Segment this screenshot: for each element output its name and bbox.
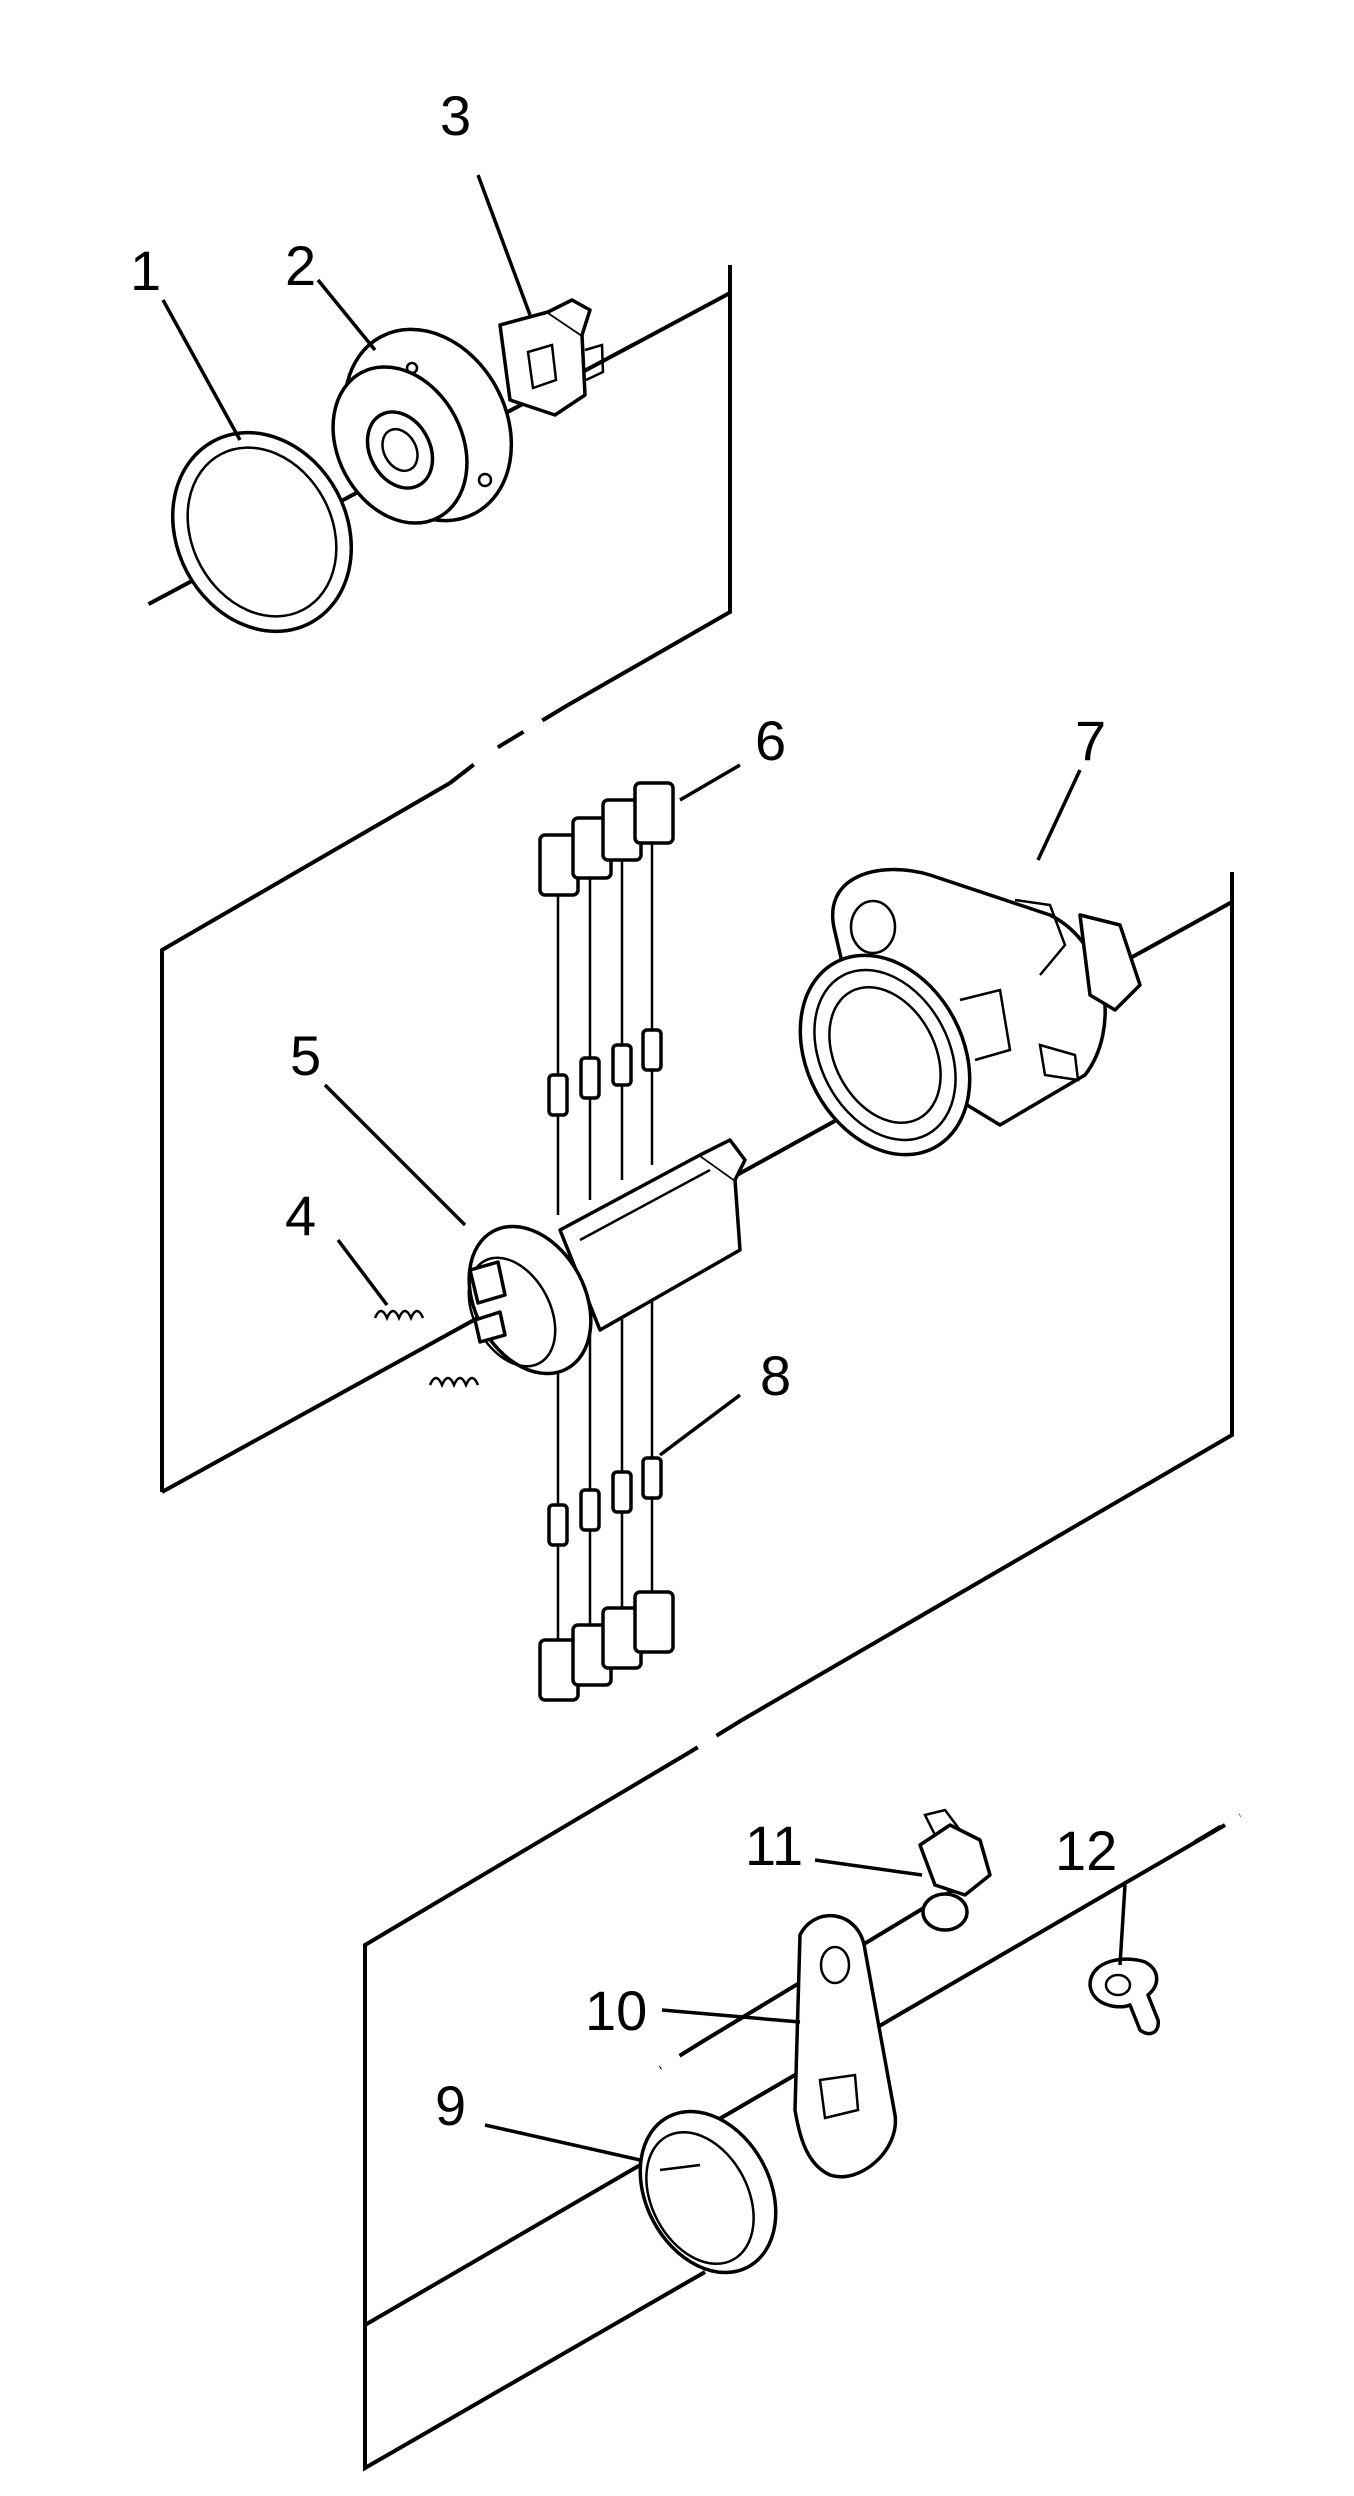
callout-labels: 1 2 3 4 5 6 7 8 9 10 11 12 xyxy=(130,84,1117,2137)
bottom-assembly-group xyxy=(363,1750,1242,2472)
middle-assembly-group xyxy=(160,750,1234,1754)
bottom-assembly-plane xyxy=(363,1750,706,2472)
callout-2: 2 xyxy=(285,234,316,297)
callout-9: 9 xyxy=(435,2074,466,2137)
callout-3: 3 xyxy=(440,84,471,147)
middle-plane-dash-top xyxy=(448,750,492,785)
part-12-clip xyxy=(1088,1957,1160,2036)
leader-10 xyxy=(661,2008,801,2024)
top-assembly-group xyxy=(129,174,732,754)
callout-10: 10 xyxy=(585,1979,647,2042)
callout-4: 4 xyxy=(285,1184,316,1247)
callout-1: 1 xyxy=(130,239,161,302)
leader-11 xyxy=(814,1858,923,1877)
leader-2 xyxy=(316,278,377,352)
part-7-lock-housing xyxy=(798,867,1142,1157)
part-2-housing xyxy=(331,327,514,525)
leader-1 xyxy=(161,299,242,441)
part-4-springs xyxy=(373,1309,480,1389)
top-plane-dash xyxy=(488,703,570,754)
part-5-lock-cylinder xyxy=(467,1138,747,1376)
part-6-tumblers-top xyxy=(538,781,675,1215)
middle-assembly-plane xyxy=(740,872,1234,1722)
leader-3 xyxy=(476,174,532,316)
callout-5: 5 xyxy=(290,1024,321,1087)
part-8-tumblers-bottom xyxy=(538,1285,675,1702)
part-3-retainer xyxy=(498,298,605,417)
top-assembly-plane xyxy=(567,265,732,707)
bottom-secondary-dash xyxy=(658,2038,707,2070)
leader-4 xyxy=(336,1238,389,1307)
leader-12 xyxy=(1118,1884,1127,1966)
leader-5 xyxy=(323,1083,467,1227)
middle-assembly-plane-left xyxy=(160,781,452,1492)
top-axis-dash xyxy=(129,588,176,616)
callout-6: 6 xyxy=(755,709,786,772)
bottom-axis-dash-right xyxy=(1193,1813,1242,1844)
callout-11: 11 xyxy=(745,1814,803,1877)
callout-8: 8 xyxy=(760,1344,791,1407)
part-11-pawl xyxy=(918,1808,992,1932)
part-10-lever xyxy=(793,1914,898,2179)
leader-7 xyxy=(1036,769,1082,861)
callout-7: 7 xyxy=(1075,709,1106,772)
callout-12: 12 xyxy=(1055,1819,1117,1882)
part-1-ring xyxy=(170,430,354,634)
leader-9 xyxy=(484,2123,641,2162)
leader-6 xyxy=(679,763,741,802)
middle-plane-dash-bottom xyxy=(688,1718,744,1754)
leader-8 xyxy=(658,1393,742,1457)
part-9-cap xyxy=(638,2109,778,2275)
